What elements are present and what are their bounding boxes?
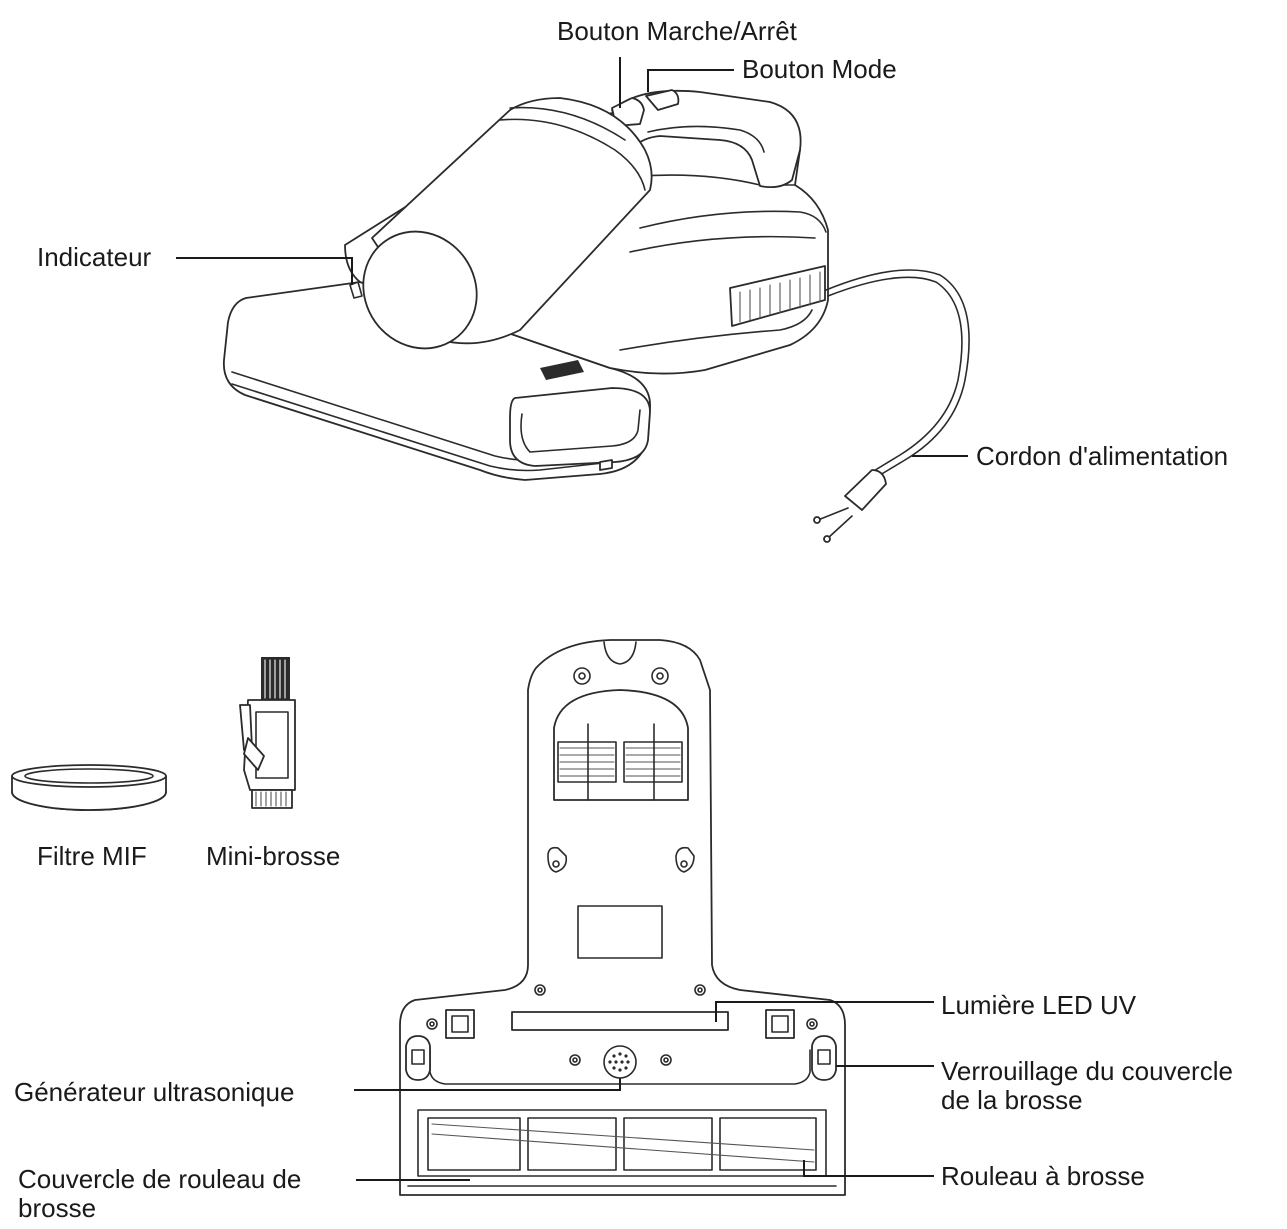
uv-led-bar: [511, 1011, 729, 1031]
rear-vent: [729, 265, 826, 327]
underside-view: [399, 639, 846, 1196]
indicator-label: Indicateur: [37, 242, 152, 272]
cover-lock-label-line2: de la brosse: [941, 1085, 1083, 1115]
indicator-leader: [176, 257, 353, 285]
indicator-light: [349, 281, 363, 299]
mini-brush-label: Mini-brosse: [206, 841, 341, 871]
ultrasonic-leader: [354, 1078, 621, 1091]
ultrasonic-generator-label: Générateur ultrasonique: [14, 1077, 295, 1107]
roller-cover-label-line1: Couvercle de rouleau de: [18, 1164, 302, 1194]
vacuum-perspective-view: [222, 89, 970, 543]
brush-roller-window: [427, 1117, 521, 1171]
mode-button-label: Bouton Mode: [742, 54, 897, 84]
head-vent: [540, 360, 584, 380]
uv-led-label: Lumière LED UV: [941, 990, 1137, 1020]
uv-led-leader: [715, 1001, 934, 1022]
power-button-label: Bouton Marche/Arrêt: [557, 16, 797, 46]
plug: [844, 469, 887, 511]
power-cord-line: [825, 269, 970, 479]
roller-cover-label-line2: brosse: [18, 1193, 97, 1223]
cover-lock-label-line1: Verrouillage du couvercle: [941, 1056, 1233, 1086]
power-cord-label: Cordon d'alimentation: [976, 441, 1229, 471]
cover-lock: [811, 1035, 837, 1081]
mode-button-shape: [645, 89, 680, 111]
brush-roller-leader: [803, 1160, 934, 1177]
mini-brush-illustration: [239, 657, 296, 809]
brush-roller-label: Rouleau à brosse: [941, 1161, 1145, 1191]
mif-filter-label: Filtre MIF: [37, 841, 147, 871]
mode-button-leader: [647, 69, 734, 92]
mif-filter-illustration: [11, 764, 167, 811]
